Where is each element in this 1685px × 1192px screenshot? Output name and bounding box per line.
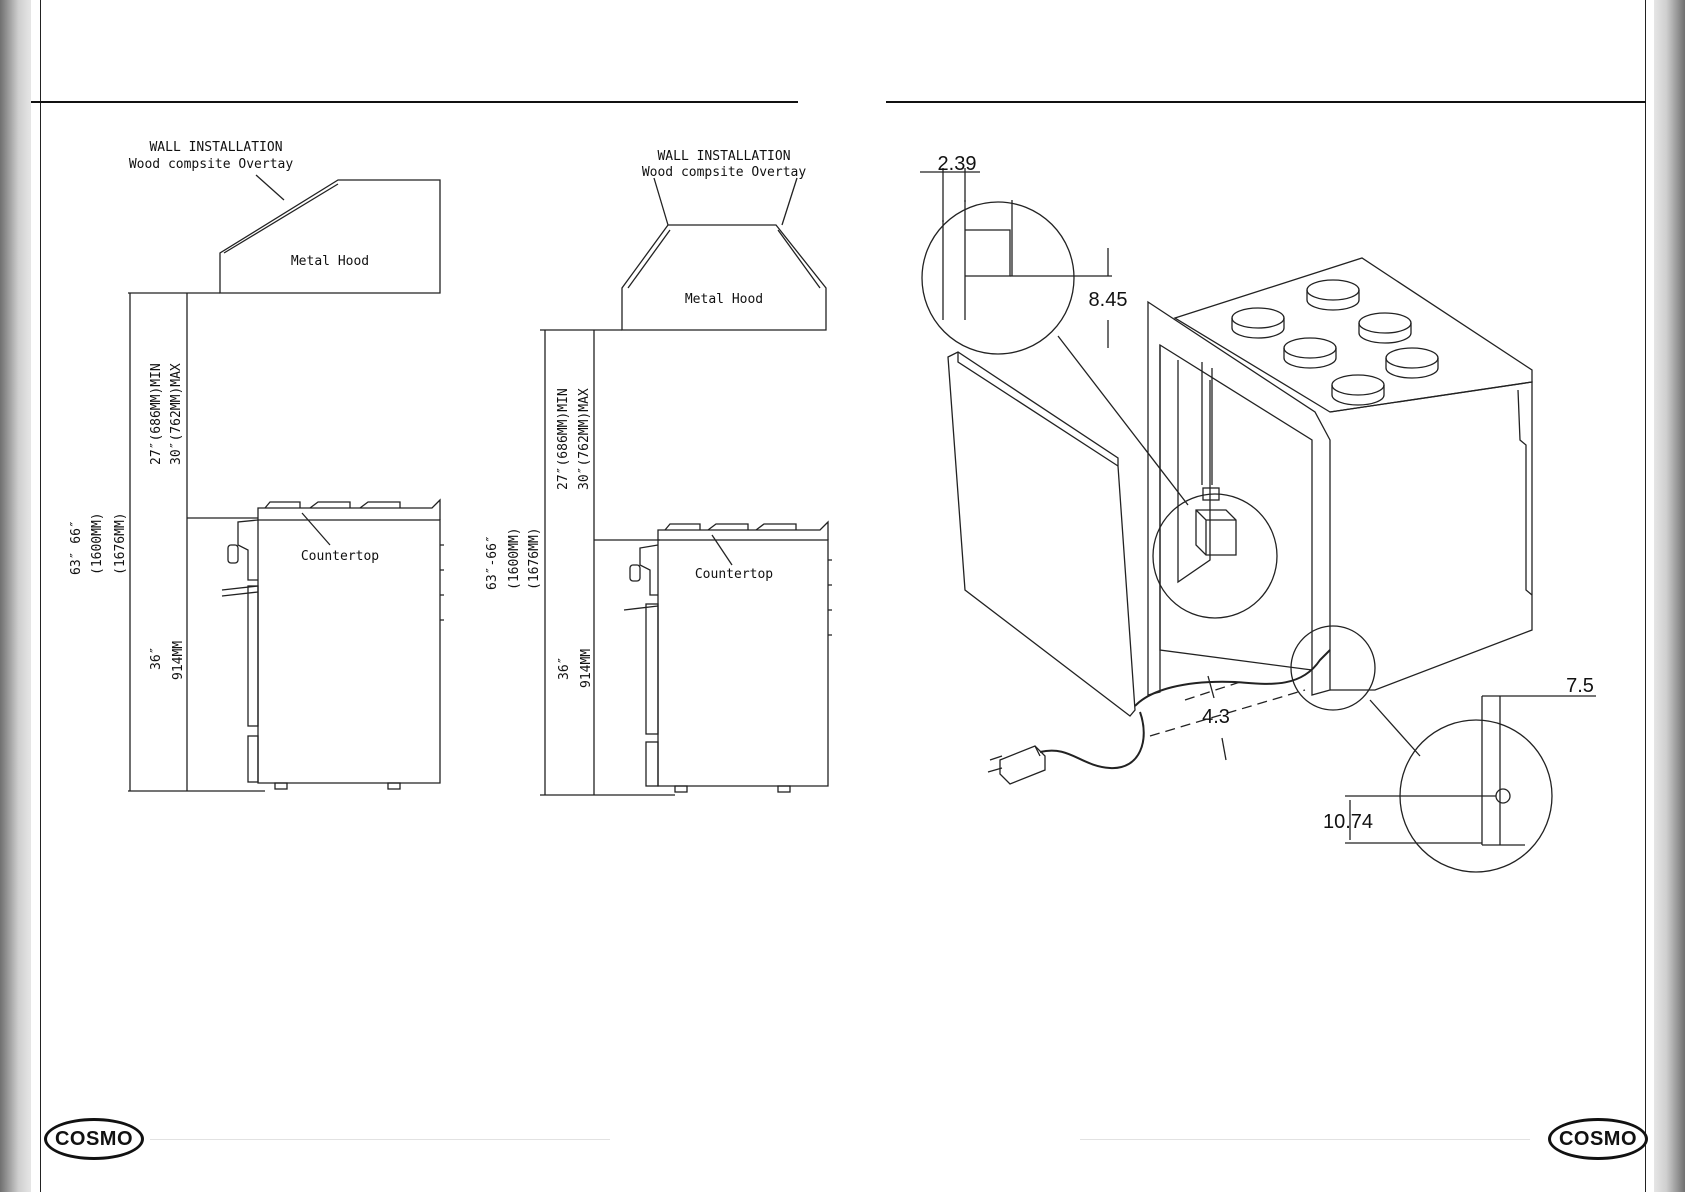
right-iso-diagram — [920, 168, 1596, 872]
left-metal-hood — [220, 180, 440, 293]
mid-hood-label: Metal Hood — [685, 292, 763, 307]
left-install-diagram — [128, 175, 444, 791]
mid-total-in: 63″-66″ — [485, 535, 500, 590]
mid-countertop-label: Countertop — [695, 567, 773, 582]
left-hood-label: Metal Hood — [291, 254, 369, 269]
range-right-side — [1330, 382, 1532, 690]
range-top — [1175, 258, 1532, 412]
left-total-mm1: (1600MM) — [90, 512, 105, 575]
dim-4-3: 4.3 — [1202, 706, 1230, 728]
dim-8-45: 8.45 — [1089, 289, 1128, 311]
left-wall-install-label: WALL INSTALLATION — [149, 140, 282, 155]
mid-clear-max: 30″(762MM)MAX — [577, 388, 592, 490]
detail-circle-mid — [1153, 494, 1277, 618]
mid-total-mm2: (1676MM) — [527, 527, 542, 590]
dim-2-39: 2.39 — [938, 153, 977, 175]
left-counter-mm: 914MM — [171, 641, 186, 680]
cosmo-logo-right: COSMO — [1548, 1118, 1648, 1160]
left-overlay-label: Wood compsite Overtay — [129, 157, 294, 172]
power-cord — [1135, 650, 1330, 706]
cosmo-logo-left: COSMO — [44, 1118, 144, 1160]
mid-counter-in: 36″ — [557, 657, 572, 680]
detail-circle-low — [1291, 626, 1375, 710]
side-panel — [948, 352, 1135, 716]
burner-caps — [1232, 280, 1438, 405]
mid-overlay-label: Wood compsite Overtay — [642, 165, 807, 180]
left-clear-max: 30″(762MM)MAX — [169, 363, 184, 465]
detail-circle-top — [922, 202, 1074, 354]
mid-counter-mm: 914MM — [579, 649, 594, 688]
footer-rule-right — [1080, 1139, 1530, 1140]
mid-clear-min: 27″(686MM)MIN — [556, 388, 571, 490]
dim-10-74: 10.74 — [1323, 811, 1373, 833]
middle-metal-hood — [622, 225, 826, 330]
left-countertop-label: Countertop — [301, 549, 379, 564]
left-total-mm2: (1676MM) — [113, 512, 128, 575]
left-total-in: 63″ 66″ — [69, 520, 84, 575]
mid-total-mm1: (1600MM) — [507, 527, 522, 590]
footer-rule-left — [150, 1139, 610, 1140]
left-counter-in: 36″ — [149, 647, 164, 670]
dim-7-5: 7.5 — [1566, 675, 1594, 697]
mid-wall-install-label: WALL INSTALLATION — [657, 149, 790, 164]
mount-hole — [1496, 789, 1510, 803]
left-clear-min: 27″(686MM)MIN — [149, 363, 164, 465]
